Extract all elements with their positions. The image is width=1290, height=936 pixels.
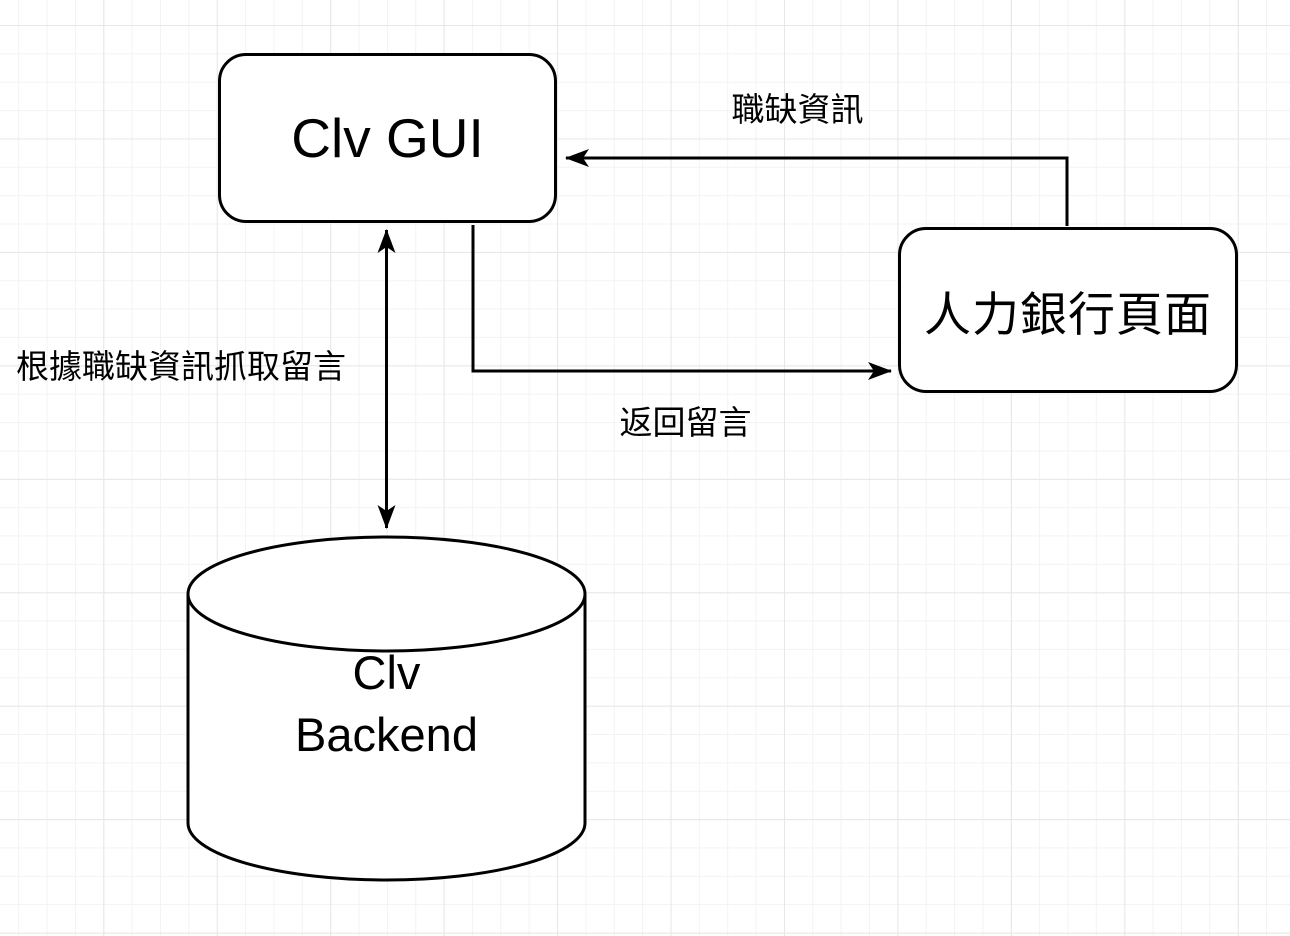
edge-label-return-comments: 返回留言 <box>619 404 752 441</box>
node-job-bank-page-label: 人力銀行頁面 <box>924 287 1212 341</box>
edge-return-comments-arrow <box>471 225 892 380</box>
node-clv-gui-label: Clv GUI <box>291 107 484 169</box>
edge-job-info-arrow <box>565 149 1069 226</box>
edge-label-fetch-comments: 根據職缺資訊抓取留言 <box>16 348 346 385</box>
node-job-bank-page: 人力銀行頁面 <box>898 227 1238 393</box>
node-clv-backend-label: Clv Backend <box>295 646 478 761</box>
node-clv-gui: Clv GUI <box>218 53 557 223</box>
edge-label-job-info: 職缺資訊 <box>731 91 864 128</box>
backend-cylinder-shape <box>186 535 587 882</box>
